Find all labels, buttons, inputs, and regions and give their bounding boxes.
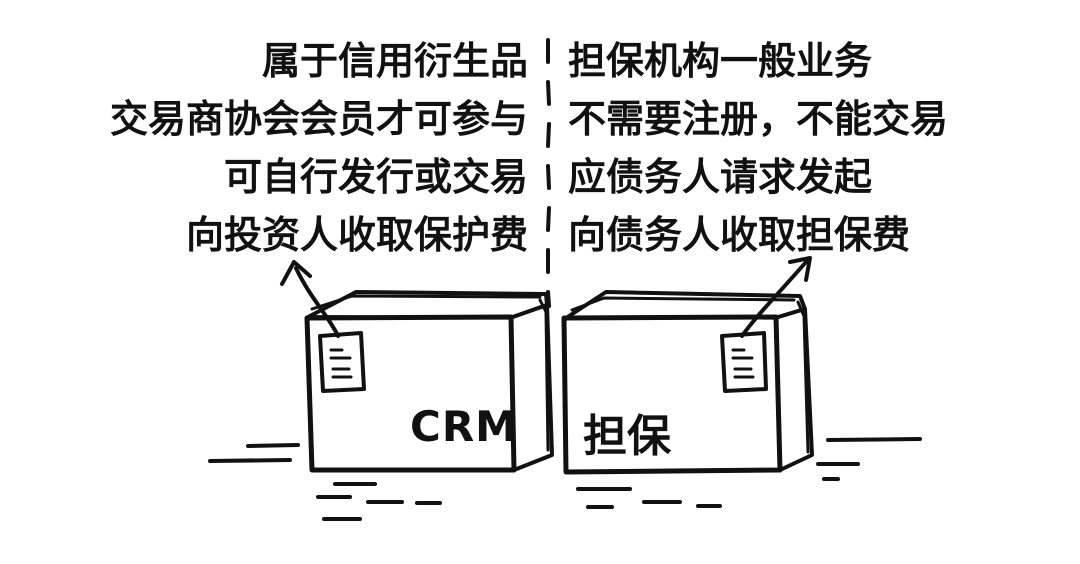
crm-feature-line: 可自行发行或交易 (223, 155, 528, 199)
guarantee-feature-line: 应债务人请求发起 (568, 155, 873, 199)
dashed-divider (546, 38, 551, 308)
guarantee-feature-line: 担保机构一般业务 (568, 39, 873, 83)
guarantee-feature-line: 不需要注册，不能交易 (568, 97, 949, 141)
crm-box-label: CRM (410, 402, 518, 451)
crm-tag (318, 331, 366, 393)
ground-lines (208, 437, 922, 521)
crm-features-column: 属于信用衍生品 交易商协会会员才可参与 可自行发行或交易 向投资人收取保护费 (58, 32, 528, 264)
crm-arrow (280, 260, 340, 338)
guarantee-arrow (740, 256, 812, 338)
crm-feature-line: 属于信用衍生品 (261, 39, 528, 83)
crm-feature-line: 向投资人收取保护费 (185, 213, 528, 257)
guarantee-feature-line: 向债务人收取担保费 (568, 213, 911, 257)
guarantee-features-column: 担保机构一般业务 不需要注册，不能交易 应债务人请求发起 向债务人收取担保费 (568, 32, 1038, 264)
guarantee-box-label: 担保 (583, 411, 671, 462)
crm-feature-line: 交易商协会会员才可参与 (109, 97, 528, 141)
guarantee-tag (720, 331, 768, 393)
